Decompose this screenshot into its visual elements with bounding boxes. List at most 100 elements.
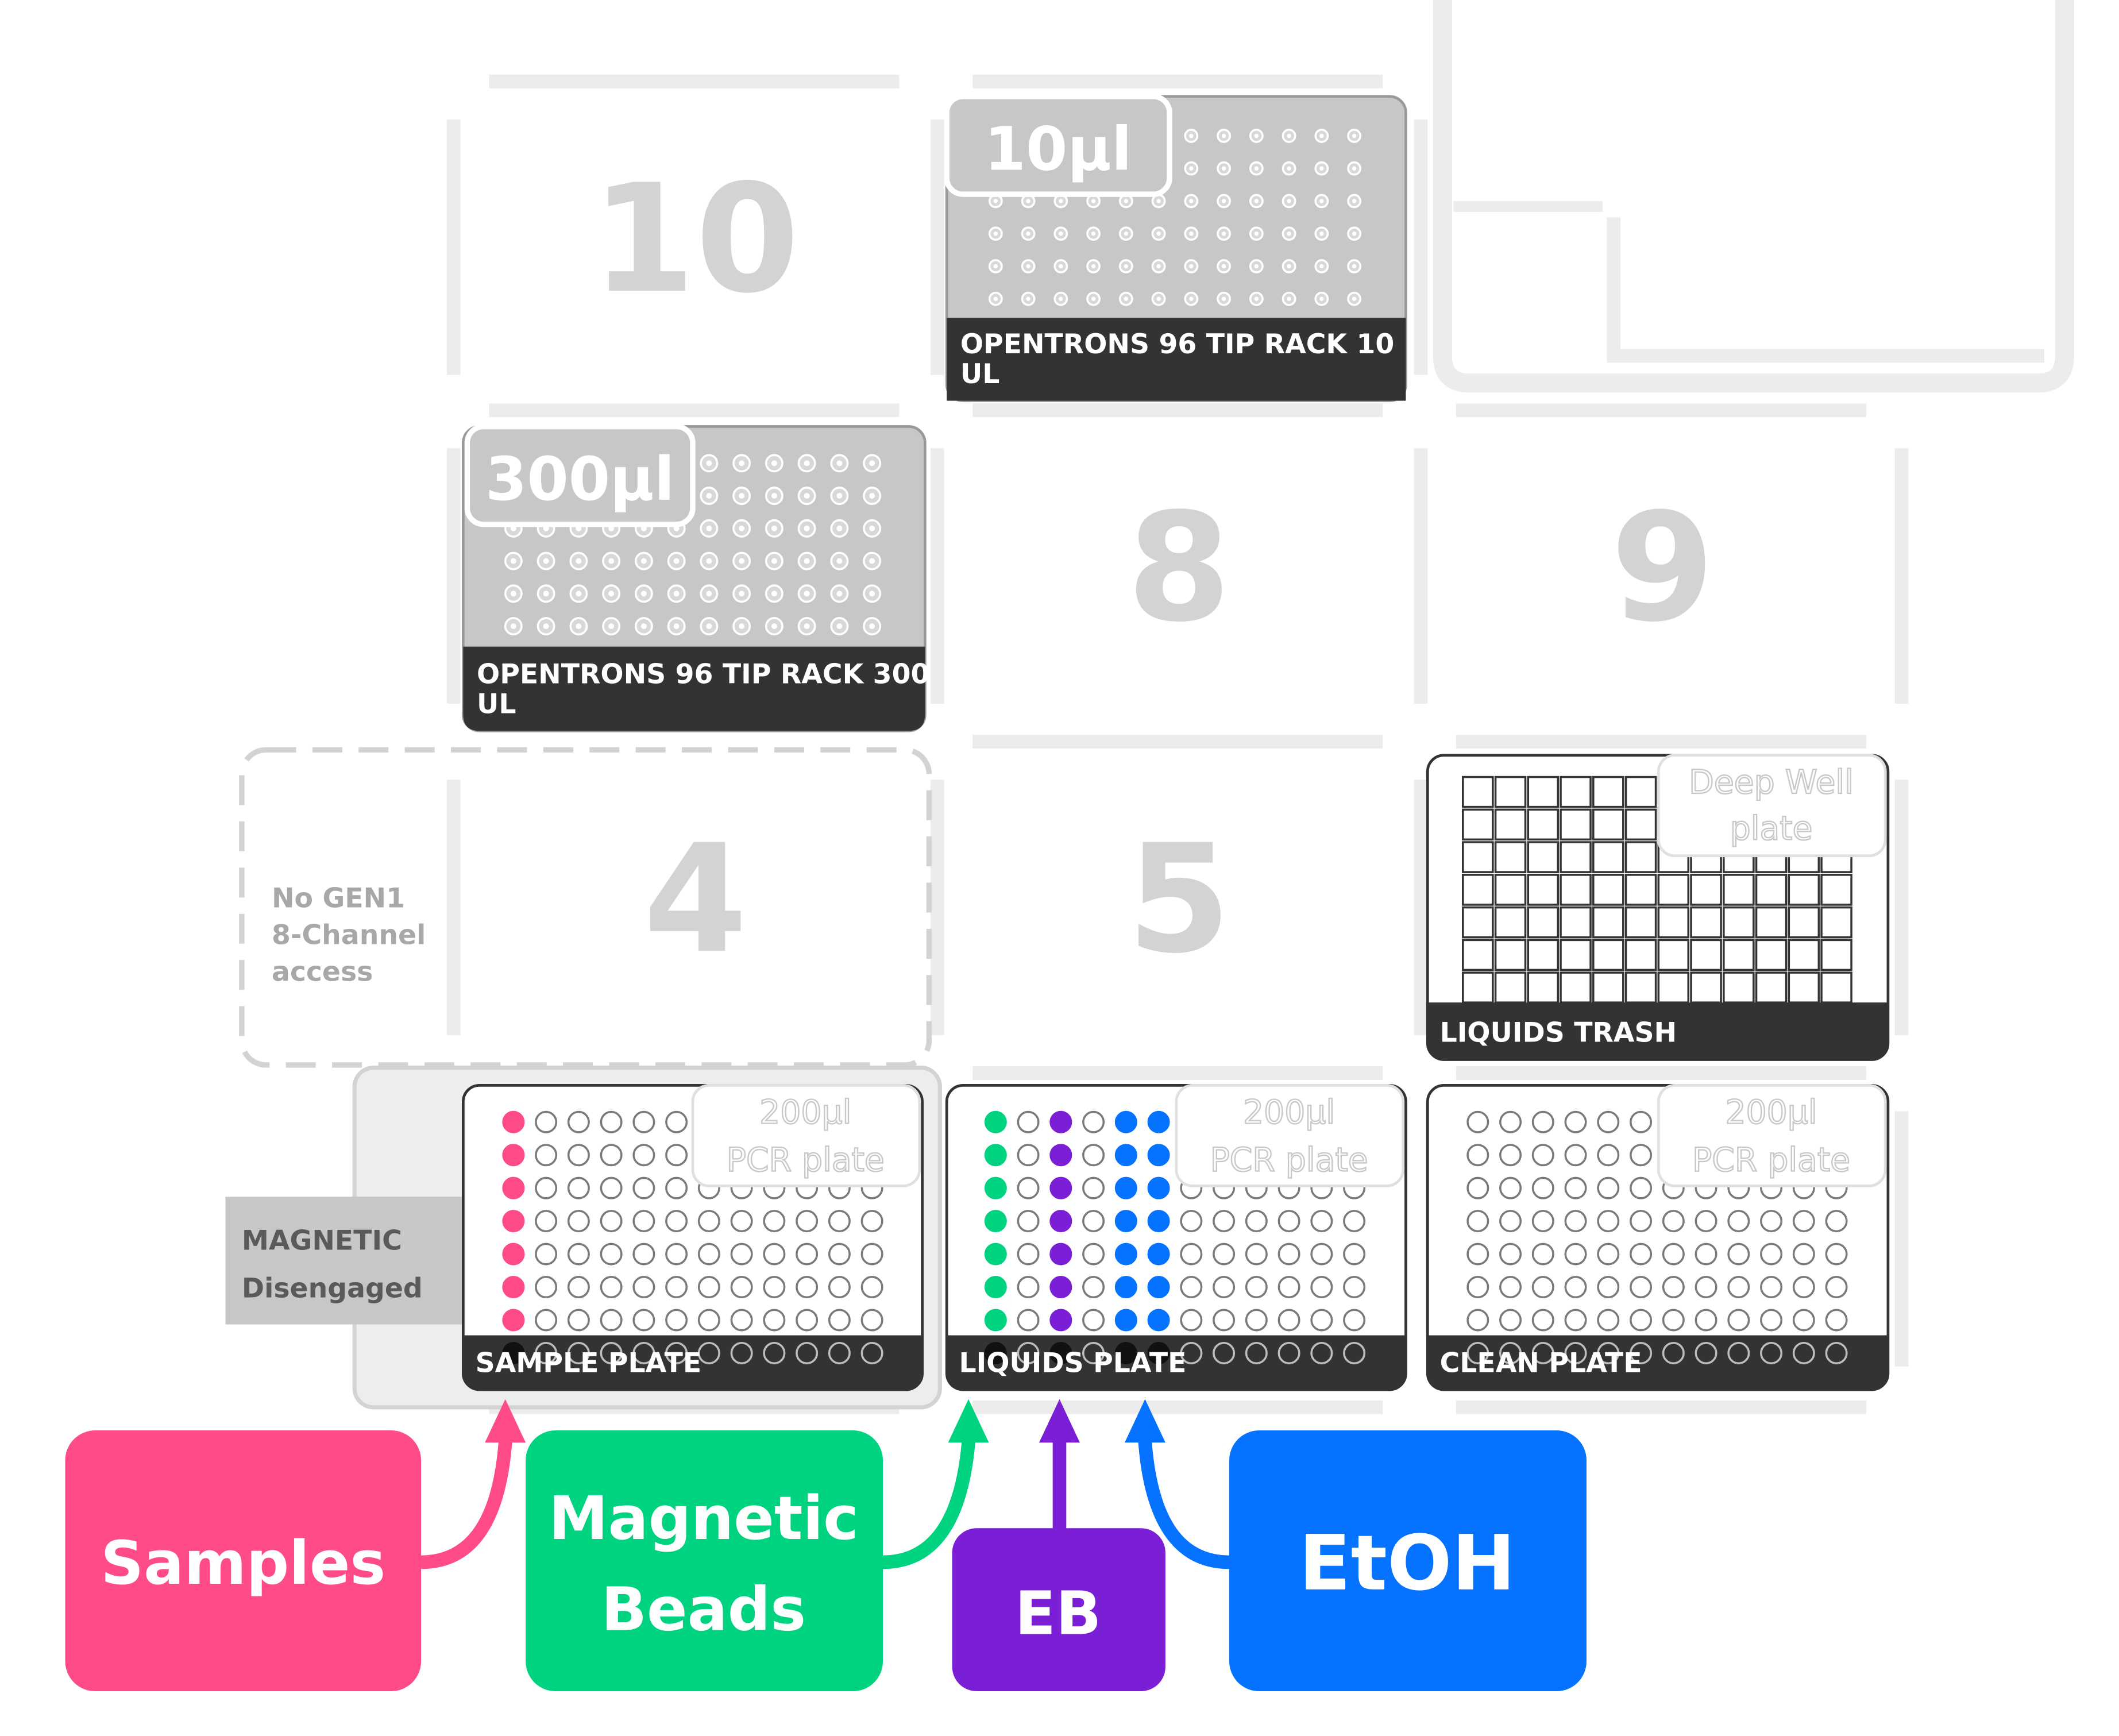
sample-plate-well <box>567 1309 590 1332</box>
deep-well-badge-line2: plate <box>1730 809 1813 847</box>
tiprack-10ul-tip-center <box>1026 199 1030 203</box>
deep-well <box>1788 971 1820 1004</box>
liquids-plate-well <box>1343 1276 1366 1299</box>
clean-plate-well <box>1564 1309 1587 1332</box>
liquids-plate-well <box>1245 1210 1268 1233</box>
sample-plate-well <box>730 1309 753 1332</box>
tiprack-10ul-tip-center <box>1189 232 1194 236</box>
tiprack-300ul-tip-center <box>804 460 810 466</box>
sample-plate-name: SAMPLE PLATE <box>476 1347 702 1379</box>
liquids-plate-well <box>1114 1110 1137 1133</box>
sample-plate-well <box>600 1276 623 1299</box>
clean-plate-well <box>1499 1341 1522 1364</box>
liquids-plate-well <box>1180 1243 1203 1266</box>
tiprack-10ul-tip-center <box>1189 296 1194 301</box>
clean-plate-well <box>1499 1144 1522 1167</box>
liquids-plate-well <box>1180 1210 1203 1233</box>
samples-arrow <box>414 1436 512 1569</box>
liquids-plate-well <box>1310 1309 1333 1332</box>
sample-plate-well <box>860 1276 883 1299</box>
magnetic-beads-label-line2: Beads <box>601 1575 806 1645</box>
samples-label: Samples <box>101 1528 385 1598</box>
sample-plate-well <box>502 1110 525 1133</box>
liquids-plate-well <box>1017 1243 1040 1266</box>
sample-plate-well <box>796 1243 819 1266</box>
tiprack-300ul-tip-center <box>804 558 810 564</box>
sample-plate-well <box>828 1210 851 1233</box>
sample-plate-well <box>796 1210 819 1233</box>
tiprack-10ul-tip-center <box>1091 296 1096 301</box>
clean-plate-well <box>1760 1341 1783 1364</box>
liquids-plate-well <box>1147 1110 1170 1133</box>
sample-plate-well <box>860 1309 883 1332</box>
eb-arrowhead <box>1039 1399 1080 1443</box>
sample-plate-well <box>535 1276 558 1299</box>
deep-well <box>1755 971 1788 1004</box>
tiprack-10ul-tip-center <box>1059 199 1063 203</box>
deep-well <box>1592 841 1624 873</box>
tiprack-300ul-tip-center <box>836 460 843 466</box>
tiprack-10ul-tip-center <box>1189 264 1194 269</box>
liquids-plate-well <box>1245 1309 1268 1332</box>
sample-plate-well <box>665 1210 688 1233</box>
liquids-plate-well <box>1017 1176 1040 1199</box>
tiprack-10ul[interactable]: OPENTRONS 96 TIP RACK 10 UL 10µl <box>944 94 1407 402</box>
liquids-plate-well <box>1017 1144 1040 1167</box>
tiprack-300ul-tip-center <box>804 525 810 531</box>
clean-plate-well <box>1564 1210 1587 1233</box>
tiprack-10ul-tip-center <box>993 264 998 269</box>
tiprack-300ul-tip-center <box>771 623 777 630</box>
tiprack-10ul-tip-center <box>1254 133 1259 138</box>
tiprack-300ul-tip-center <box>869 591 875 597</box>
tiprack-10ul-tip-center <box>1254 264 1259 269</box>
tiprack-10ul-tip-center <box>1124 232 1129 236</box>
tiprack-300ul-tip-center <box>836 558 843 564</box>
trash-bin-outline <box>1433 0 2074 393</box>
sample-plate[interactable]: SAMPLE PLATE 200µl PCR plate <box>461 1084 924 1391</box>
sample-plate-well <box>535 1341 558 1364</box>
liquids-plate-well <box>1114 1176 1137 1199</box>
deep-well <box>1592 808 1624 841</box>
tiprack-10ul-tip-center <box>1059 296 1063 301</box>
liquids-plate-well <box>1213 1309 1236 1332</box>
deep-well <box>1755 874 1788 906</box>
deep-well <box>1527 939 1560 971</box>
liquids-trash-plate[interactable]: LIQUIDS TRASH Deep Well plate <box>1426 754 1890 1061</box>
tiprack-300ul[interactable]: OPENTRONS 96 TIP RACK 300 UL 300µl <box>461 423 929 732</box>
tiprack-10ul-tip-center <box>1319 199 1324 203</box>
tiprack-300ul-tip-center <box>804 623 810 630</box>
deep-well <box>1723 939 1755 971</box>
tiprack-300ul-name-line2: UL <box>477 688 516 720</box>
clean-plate-well <box>1792 1210 1815 1233</box>
clean-plate-well <box>1597 1276 1620 1299</box>
clean-plate-well <box>1760 1243 1783 1266</box>
tiprack-300ul-tip-center <box>739 493 745 499</box>
etoh-label: EtOH <box>1299 1519 1515 1608</box>
clean-plate-well <box>1466 1110 1489 1133</box>
sample-plate-well <box>502 1276 525 1299</box>
clean-plate-well <box>1727 1341 1750 1364</box>
volume-badge-10ul-text: 10µl <box>985 114 1132 184</box>
sample-plate-well <box>763 1341 786 1364</box>
tiprack-10ul-tip-center <box>1189 133 1194 138</box>
clean-plate[interactable]: CLEAN PLATE 200µl PCR plate <box>1426 1084 1890 1391</box>
tiprack-300ul-tip-center <box>804 493 810 499</box>
tiprack-300ul-tip-center <box>543 623 549 630</box>
no-access-note-line2: 8-Channel <box>272 919 426 951</box>
liquids-plate[interactable]: LIQUIDS PLATE 200µl PCR plate <box>945 1084 1407 1391</box>
liquids-plate-well <box>1245 1243 1268 1266</box>
tiprack-300ul-tip-center <box>673 591 680 597</box>
sample-plate-well <box>763 1210 786 1233</box>
tiprack-300ul-tip-center <box>706 591 712 597</box>
clean-plate-well <box>1792 1341 1815 1364</box>
sample-plate-well <box>828 1309 851 1332</box>
tiprack-300ul-tip-center <box>771 558 777 564</box>
sample-plate-well <box>697 1341 720 1364</box>
tiprack-10ul-tip-center <box>1287 232 1291 236</box>
deep-well <box>1624 776 1657 808</box>
clean-plate-well <box>1564 1144 1587 1167</box>
liquids-plate-well <box>1114 1341 1137 1364</box>
clean-plate-well <box>1531 1309 1554 1332</box>
sample-plate-well <box>502 1341 525 1364</box>
slot-4-no-access-zone: No GEN1 8-Channel access <box>239 747 932 1068</box>
